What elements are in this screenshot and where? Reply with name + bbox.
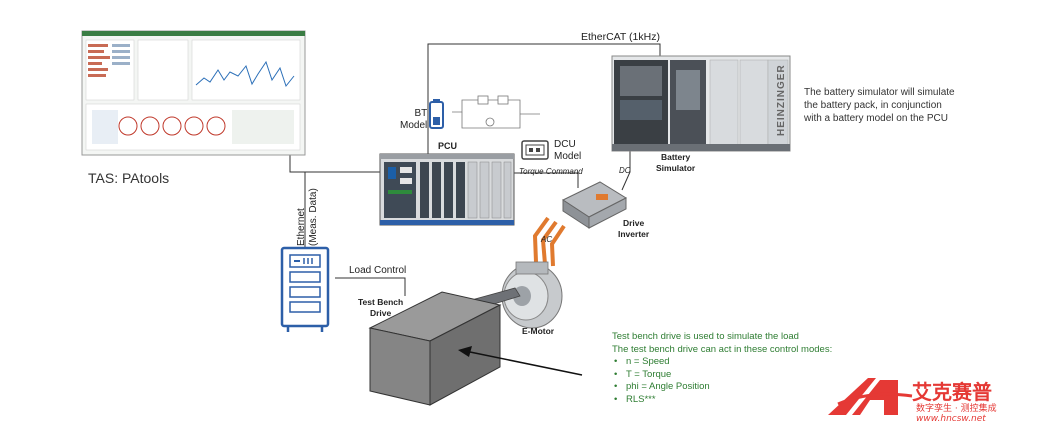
dcu-model-label: DCU Model <box>554 139 581 163</box>
ac-cable-1 <box>532 216 550 263</box>
battery-note-line1: The battery simulator will simulate <box>804 87 955 98</box>
drive-inverter <box>561 181 628 229</box>
ethernet-label: Ethernet (Meas. Data) <box>296 188 320 246</box>
ac-cable-2 <box>540 220 558 265</box>
brand-tagline: 数字孪生 · 测控集成 <box>916 404 997 414</box>
load-control-label: Load Control <box>349 265 407 276</box>
load-control-line <box>335 277 406 296</box>
ethernet-label-line2: (Meas. Data) <box>308 188 319 246</box>
brand-name: 艾克赛普 <box>912 380 992 404</box>
battery-model-schematic <box>452 95 540 129</box>
battery-simulator-note: The battery simulator will simulate the … <box>804 86 955 125</box>
control-modes-list: n = Speed T = Torque phi = Angle Positio… <box>612 356 832 406</box>
battery-simulator-cabinet <box>611 55 791 152</box>
test-bench-drive-label-line2: Drive <box>369 308 392 318</box>
bt-model-label: BT Model <box>400 108 427 132</box>
control-mode-item: T = Torque <box>614 369 832 382</box>
torque-command-label: Torque Command <box>519 167 583 176</box>
torque-command-line <box>514 172 579 188</box>
note-arrow <box>458 346 583 376</box>
battery-simulator-label-line1: Battery <box>660 152 691 162</box>
drive-inverter-label: Drive Inverter <box>618 218 649 240</box>
battery-note-line2: the battery pack, in conjunction <box>804 100 942 111</box>
ethernet-label-line1: Ethernet <box>296 208 307 246</box>
dcu-model-label-line1: DCU <box>554 139 576 150</box>
brand-url: www.hncsw.net <box>916 414 986 424</box>
battery-simulator-label-line2: Simulator <box>656 163 696 173</box>
bt-model-label-line1: BT <box>414 108 428 119</box>
pcu-label: PCU <box>438 141 458 151</box>
dcu-model-label-line2: Model <box>554 151 582 162</box>
ac-cable-3 <box>549 224 566 267</box>
test-bench-note-line2: The test bench drive can act in these co… <box>612 343 833 355</box>
bt-model-label-line2: Model <box>400 120 428 131</box>
dc-line <box>621 150 631 191</box>
control-mode-item: RLS*** <box>614 394 832 407</box>
power-cables <box>532 216 566 267</box>
e-motor-label: E-Motor <box>522 326 555 336</box>
tas-to-pcu-line <box>289 155 383 173</box>
battery-note-line3: with a battery model on the PCU <box>804 113 948 124</box>
tas-patools-screenshot <box>81 30 306 156</box>
drive-inverter-label-line2: Inverter <box>618 229 650 239</box>
ethercat-line <box>427 43 661 155</box>
test-bench-note: Test bench drive is used to simulate the… <box>612 331 832 406</box>
test-bench-note-line1: Test bench drive is used to simulate the… <box>612 331 799 342</box>
heinzinger-label: HEINZINGER <box>776 64 787 136</box>
test-bench-drive-label: Test Bench Drive <box>358 297 403 319</box>
brand-logo <box>828 378 913 415</box>
tas-label: TAS: PAtools <box>88 170 170 186</box>
control-mode-item: phi = Angle Position <box>614 381 832 394</box>
dc-label: DC <box>619 166 631 175</box>
test-bench-drive <box>368 287 521 406</box>
control-mode-item: n = Speed <box>614 356 832 369</box>
test-bench-drive-label-line1: Test Bench <box>358 297 404 307</box>
e-motor <box>501 261 563 329</box>
battery-icon <box>429 99 444 129</box>
dcu-model-icon <box>521 140 549 160</box>
ethercat-label: EtherCAT (1kHz) <box>581 31 660 43</box>
battery-simulator-label: Battery Simulator <box>656 152 695 174</box>
control-cabinet <box>280 246 330 332</box>
ac-label: AC <box>541 235 553 244</box>
pcu-rack <box>379 153 515 226</box>
connection-lines <box>289 43 661 296</box>
drive-inverter-label-line1: Drive <box>622 218 645 228</box>
